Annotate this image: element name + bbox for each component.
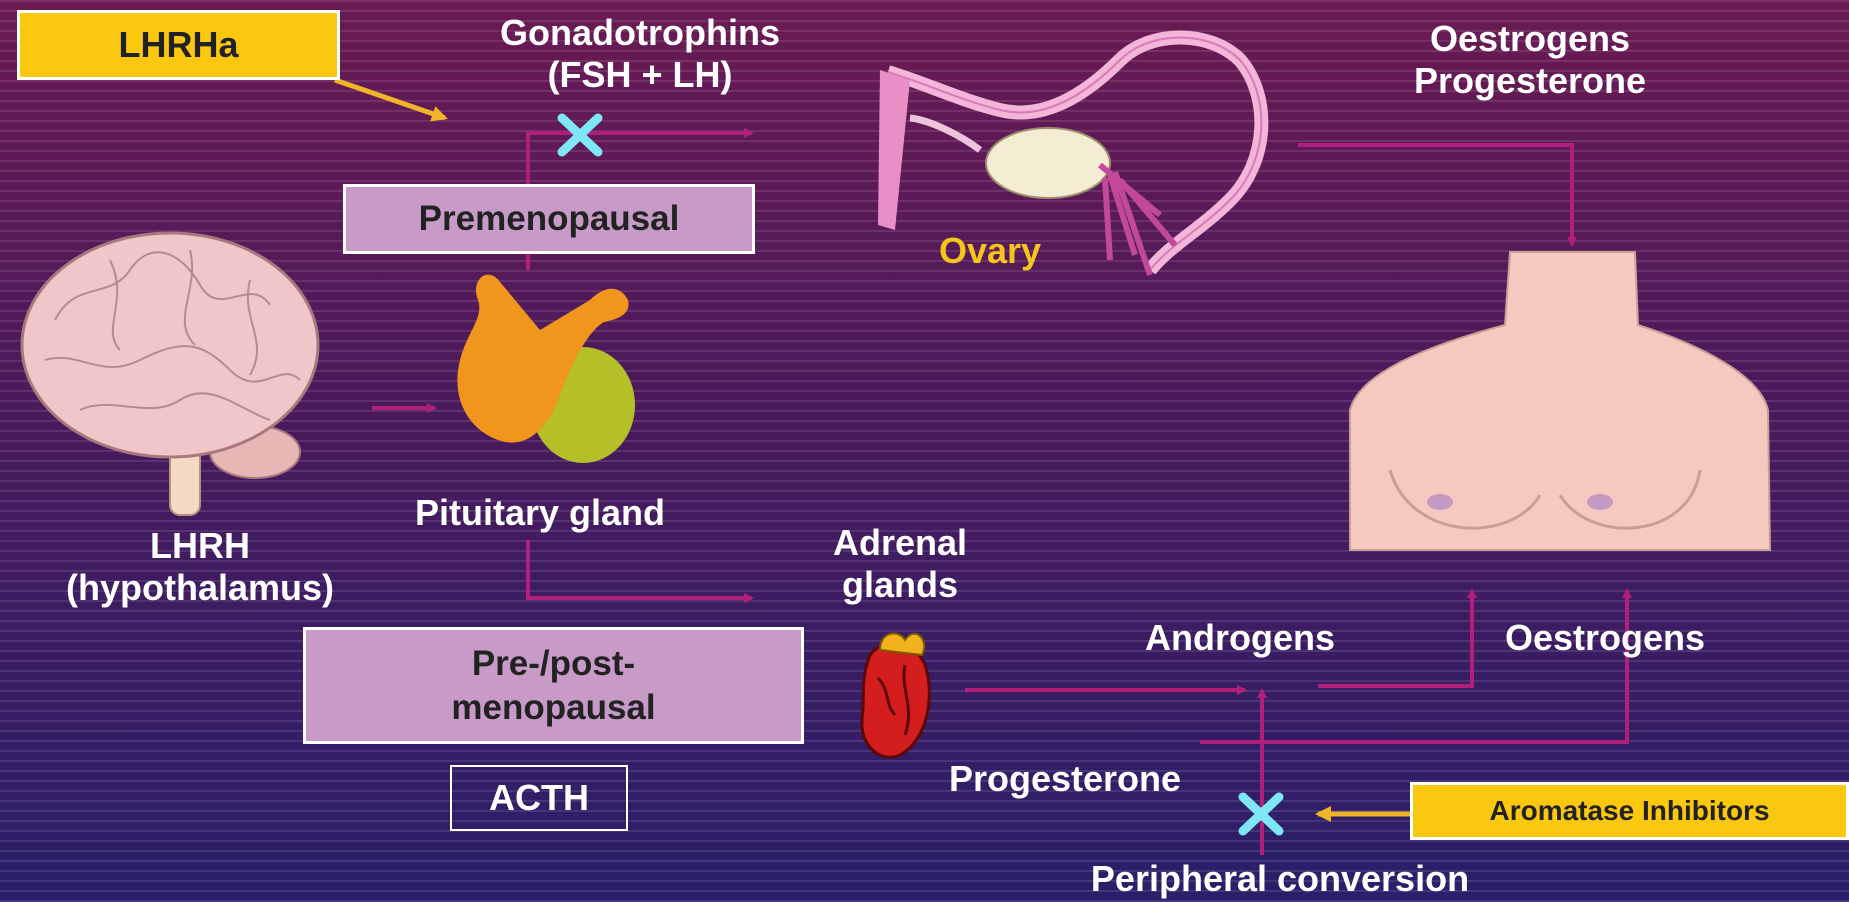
pre-post-menopausal-box: Pre-/post- menopausal: [303, 627, 804, 744]
pre-post-line2: menopausal: [451, 686, 655, 730]
lhrh-line1: LHRH: [0, 525, 400, 567]
pituitary-gland-label: Pituitary gland: [350, 492, 730, 534]
gonadotrophins-line2: (FSH + LH): [440, 54, 840, 96]
aromatase-inhibitors-box: Aromatase Inhibitors: [1410, 782, 1849, 840]
oestrogens-progesterone-line1: Oestrogens: [1340, 18, 1720, 60]
lhrh-label: LHRH (hypothalamus): [0, 525, 400, 609]
progesterone-label: Progesterone: [895, 758, 1235, 800]
androgens-label: Androgens: [1090, 617, 1390, 659]
premenopausal-box: Premenopausal: [343, 184, 755, 254]
brain-icon: [22, 233, 318, 515]
adrenal-line2: glands: [780, 564, 1020, 606]
ovary-to-torso-arrow: [1298, 145, 1572, 245]
pituitary-to-adrenal-arrow: [528, 540, 752, 598]
oestrogens-progesterone-label: Oestrogens Progesterone: [1340, 18, 1720, 102]
gonadotrophins-label: Gonadotrophins (FSH + LH): [440, 12, 840, 96]
oestrogens-progesterone-line2: Progesterone: [1340, 60, 1720, 102]
oestrogens-to-torso-arrow-right: [1200, 590, 1627, 742]
pituitary-gland-icon: [457, 275, 635, 463]
adrenal-line1: Adrenal: [780, 522, 1020, 564]
gonadotrophins-line1: Gonadotrophins: [440, 12, 840, 54]
female-torso-icon: [1350, 252, 1770, 550]
pre-post-line1: Pre-/post-: [472, 642, 635, 686]
lhrha-arrow: [335, 80, 445, 118]
adrenal-kidney-icon: [862, 633, 929, 757]
adrenal-glands-label: Adrenal glands: [780, 522, 1020, 606]
oestrogens-label: Oestrogens: [1440, 617, 1770, 659]
lhrh-line2: (hypothalamus): [0, 567, 400, 609]
ovary-label: Ovary: [905, 230, 1075, 272]
lhrha-box: LHRHa: [17, 10, 340, 80]
acth-box: ACTH: [450, 765, 628, 831]
peripheral-conversion-label: Peripheral conversion: [1000, 858, 1560, 900]
